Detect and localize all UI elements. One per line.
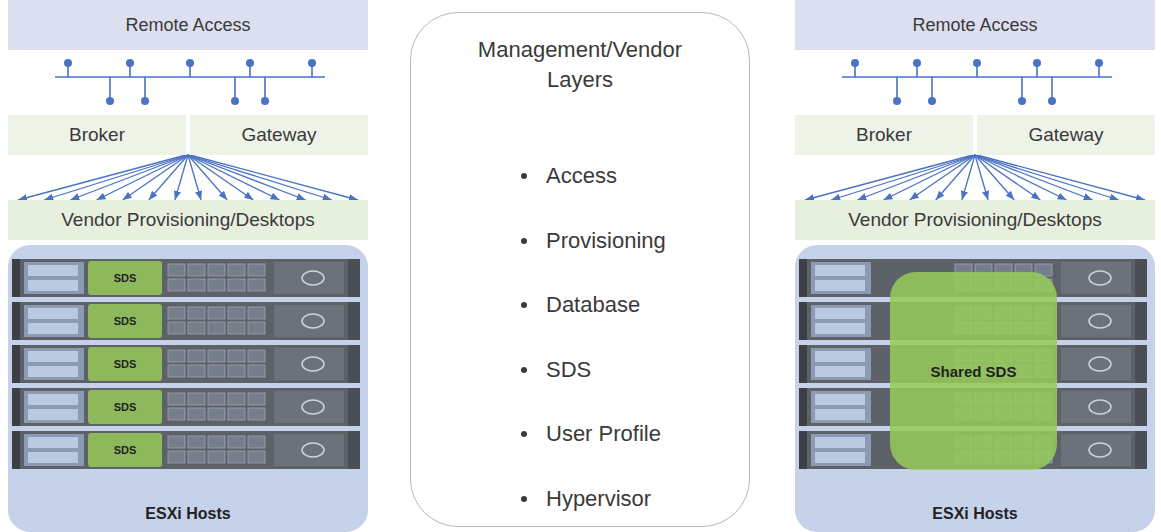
bullet-dot <box>521 302 527 308</box>
fan-arrow <box>831 155 975 200</box>
fan-arrow <box>149 155 188 200</box>
node-label: Remote Access <box>125 15 250 36</box>
layer-item: Hypervisor <box>546 481 651 517</box>
fan-arrow <box>805 155 973 200</box>
network-bus <box>842 59 1112 105</box>
server-unit <box>12 302 360 340</box>
bullet-dot <box>521 367 527 373</box>
broker-box: Broker <box>795 115 973 155</box>
server-unit <box>12 345 360 383</box>
layer-item: Provisioning <box>546 223 666 259</box>
fan-arrow <box>190 155 358 200</box>
shared-sds-box: Shared SDS <box>890 272 1057 470</box>
layer-item: Access <box>546 158 617 194</box>
fan-arrow <box>975 155 1093 200</box>
fan-arrow <box>18 155 186 200</box>
node-label: Broker <box>856 124 912 146</box>
server-unit <box>12 388 360 426</box>
node-label: Shared SDS <box>931 363 1017 380</box>
fan-arrow <box>883 155 975 200</box>
fan-arrow <box>188 155 280 200</box>
fan-arrow <box>975 155 1040 200</box>
fan-arrow <box>188 155 332 200</box>
fan-arrow <box>910 155 975 200</box>
node-label: SDS <box>114 272 137 284</box>
host-panel: SDS SDS SDS SDS SDS ESXi Hosts <box>8 245 368 532</box>
layers-panel: Management/Vendor LayersAccessProvisioni… <box>410 12 750 527</box>
node-label: Gateway <box>1029 124 1104 146</box>
node-label: Vendor Provisioning/Desktops <box>848 209 1101 231</box>
bullet-dot <box>521 496 527 502</box>
layer-item: Database <box>546 287 640 323</box>
host-panel: Shared SDS ESXi Hosts <box>795 245 1155 532</box>
node-label: SDS <box>114 315 137 327</box>
node-label: Remote Access <box>912 15 1037 36</box>
node-label: Gateway <box>242 124 317 146</box>
access-band: Remote Access <box>795 0 1155 50</box>
fan-arrow <box>188 155 306 200</box>
fan-arrow <box>962 155 975 200</box>
fan-arrow <box>96 155 188 200</box>
fan-arrow <box>175 155 188 200</box>
node-label: SDS <box>114 444 137 456</box>
sds-box: SDS <box>88 304 162 338</box>
layer-item: SDS <box>546 352 591 388</box>
sds-box: SDS <box>88 390 162 424</box>
layer-item: User Profile <box>546 416 661 452</box>
fan-arrow <box>123 155 188 200</box>
fan-arrow <box>188 155 253 200</box>
bullet-dot <box>521 238 527 244</box>
node-label: SDS <box>114 401 137 413</box>
server-rack <box>8 245 368 532</box>
fan-arrow <box>857 155 975 200</box>
fan-arrow <box>977 155 1145 200</box>
gateway-box: Gateway <box>977 115 1155 155</box>
network-bus <box>55 59 325 105</box>
fan-arrow <box>44 155 188 200</box>
node-label: Broker <box>69 124 125 146</box>
node-label: Vendor Provisioning/Desktops <box>61 209 314 231</box>
sds-box: SDS <box>88 347 162 381</box>
fan-arrow <box>70 155 188 200</box>
bullet-dot <box>521 173 527 179</box>
access-band: Remote Access <box>8 0 368 50</box>
sds-box: SDS <box>88 261 162 295</box>
broker-box: Broker <box>8 115 186 155</box>
gateway-box: Gateway <box>190 115 368 155</box>
provisioning-band: Vendor Provisioning/Desktops <box>8 200 368 240</box>
panel-title: Management/Vendor Layers <box>460 35 700 94</box>
server-unit <box>12 431 360 469</box>
node-label: ESXi Hosts <box>932 505 1017 523</box>
server-unit <box>12 259 360 297</box>
node-label: ESXi Hosts <box>145 505 230 523</box>
fan-arrow <box>975 155 1067 200</box>
fan-arrow <box>975 155 1119 200</box>
provisioning-band: Vendor Provisioning/Desktops <box>795 200 1155 240</box>
fan-arrow <box>936 155 975 200</box>
bullet-dot <box>521 431 527 437</box>
sds-box: SDS <box>88 433 162 467</box>
node-label: SDS <box>114 358 137 370</box>
